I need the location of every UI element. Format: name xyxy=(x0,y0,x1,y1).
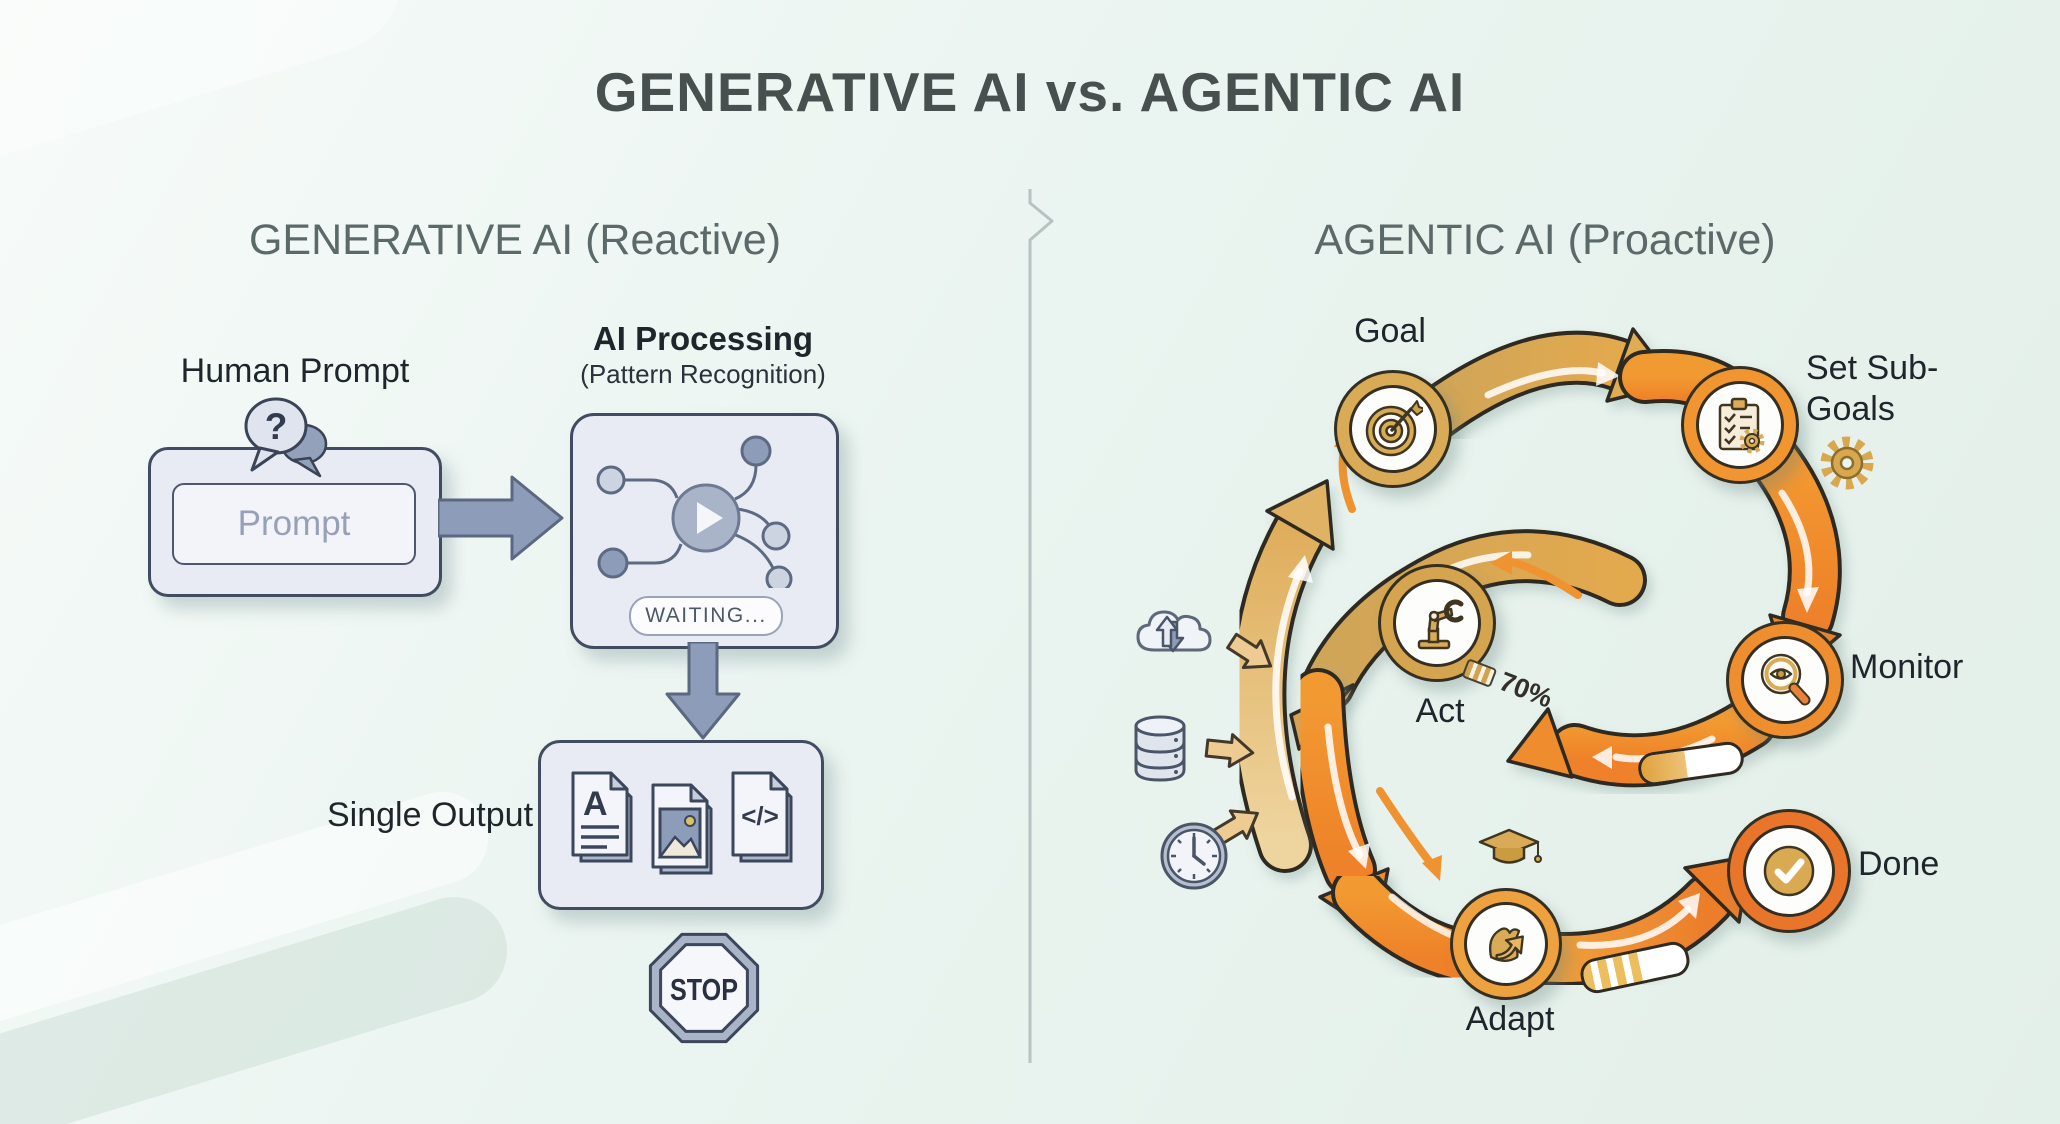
prompt-field: Prompt xyxy=(172,483,416,565)
progress-chip-icon xyxy=(1461,657,1498,688)
goal-badge xyxy=(1334,370,1452,488)
image-document-icon xyxy=(651,783,713,875)
goal-label: Goal xyxy=(1354,312,1426,350)
robot-arm-icon xyxy=(1417,599,1464,650)
svg-text:</>: </> xyxy=(741,801,779,831)
question-bubble-icon: ? xyxy=(244,397,328,478)
clipboard-gear-icon xyxy=(1718,397,1765,454)
done-badge xyxy=(1727,809,1851,933)
subgoals-label: Set Sub-Goals xyxy=(1806,349,1939,428)
adapt-badge-inner xyxy=(1464,902,1548,986)
arrow-prompt-to-processing xyxy=(438,475,564,561)
section-divider xyxy=(1028,189,1054,1063)
ai-processing-title: AI Processing xyxy=(592,320,814,357)
play-network-icon xyxy=(596,435,793,588)
clock-icon xyxy=(1160,822,1228,890)
human-prompt-label: Human Prompt xyxy=(180,352,410,390)
adapt-badge xyxy=(1450,888,1562,1000)
act-badge-inner xyxy=(1393,579,1481,667)
ai-processing-subtitle: (Pattern Recognition) xyxy=(580,359,826,389)
graduation-cap-icon xyxy=(1478,828,1542,864)
waiting-text: WAITING... xyxy=(645,604,767,627)
arrow-processing-to-output xyxy=(665,642,741,740)
accent-arrows xyxy=(1334,423,1582,881)
ai-processing-box: WAITING... xyxy=(570,413,839,649)
monitor-badge xyxy=(1726,621,1844,739)
done-label: Done xyxy=(1858,845,1940,883)
page-title: GENERATIVE AI vs. AGENTIC AI xyxy=(594,61,1466,123)
subgoals-badge-inner xyxy=(1696,381,1784,469)
monitor-badge-inner xyxy=(1741,636,1829,724)
single-output-box: A </> xyxy=(538,740,824,910)
text-document-icon: A xyxy=(571,771,633,863)
target-icon xyxy=(1365,400,1423,457)
input-arrows xyxy=(1204,632,1273,846)
agentic-cycle-arrows xyxy=(1204,327,1842,988)
gear-icon xyxy=(1820,436,1874,490)
done-badge-inner xyxy=(1743,825,1835,917)
waiting-status-pill: WAITING... xyxy=(629,596,783,636)
arrow-adapt-to-done xyxy=(1503,854,1752,986)
agentic-section-header: AGENTIC AI (Proactive) xyxy=(1314,216,1776,264)
code-document-icon: </> xyxy=(731,771,793,863)
flex-arrow-icon xyxy=(1488,927,1524,962)
generative-section-header: GENERATIVE AI (Reactive) xyxy=(248,216,782,264)
goal-badge-inner xyxy=(1349,385,1437,473)
human-prompt-box: Prompt xyxy=(148,447,442,597)
stop-text: STOP xyxy=(670,972,738,1007)
svg-text:A: A xyxy=(583,785,608,823)
database-icon xyxy=(1134,715,1186,782)
monitor-label: Monitor xyxy=(1850,648,1964,686)
check-icon xyxy=(1763,845,1815,897)
svg-text:?: ? xyxy=(265,406,288,447)
magnifier-eye-icon xyxy=(1760,653,1811,706)
subgoals-badge xyxy=(1681,366,1799,484)
arrow-loop-to-goal xyxy=(1230,479,1335,873)
act-label: Act xyxy=(1415,692,1465,730)
single-output-label: Single Output xyxy=(326,796,534,834)
prompt-text: Prompt xyxy=(237,504,351,543)
stop-sign-icon: STOP xyxy=(648,932,760,1044)
cloud-sync-icon xyxy=(1136,610,1212,653)
adapt-label: Adapt xyxy=(1465,1000,1555,1038)
